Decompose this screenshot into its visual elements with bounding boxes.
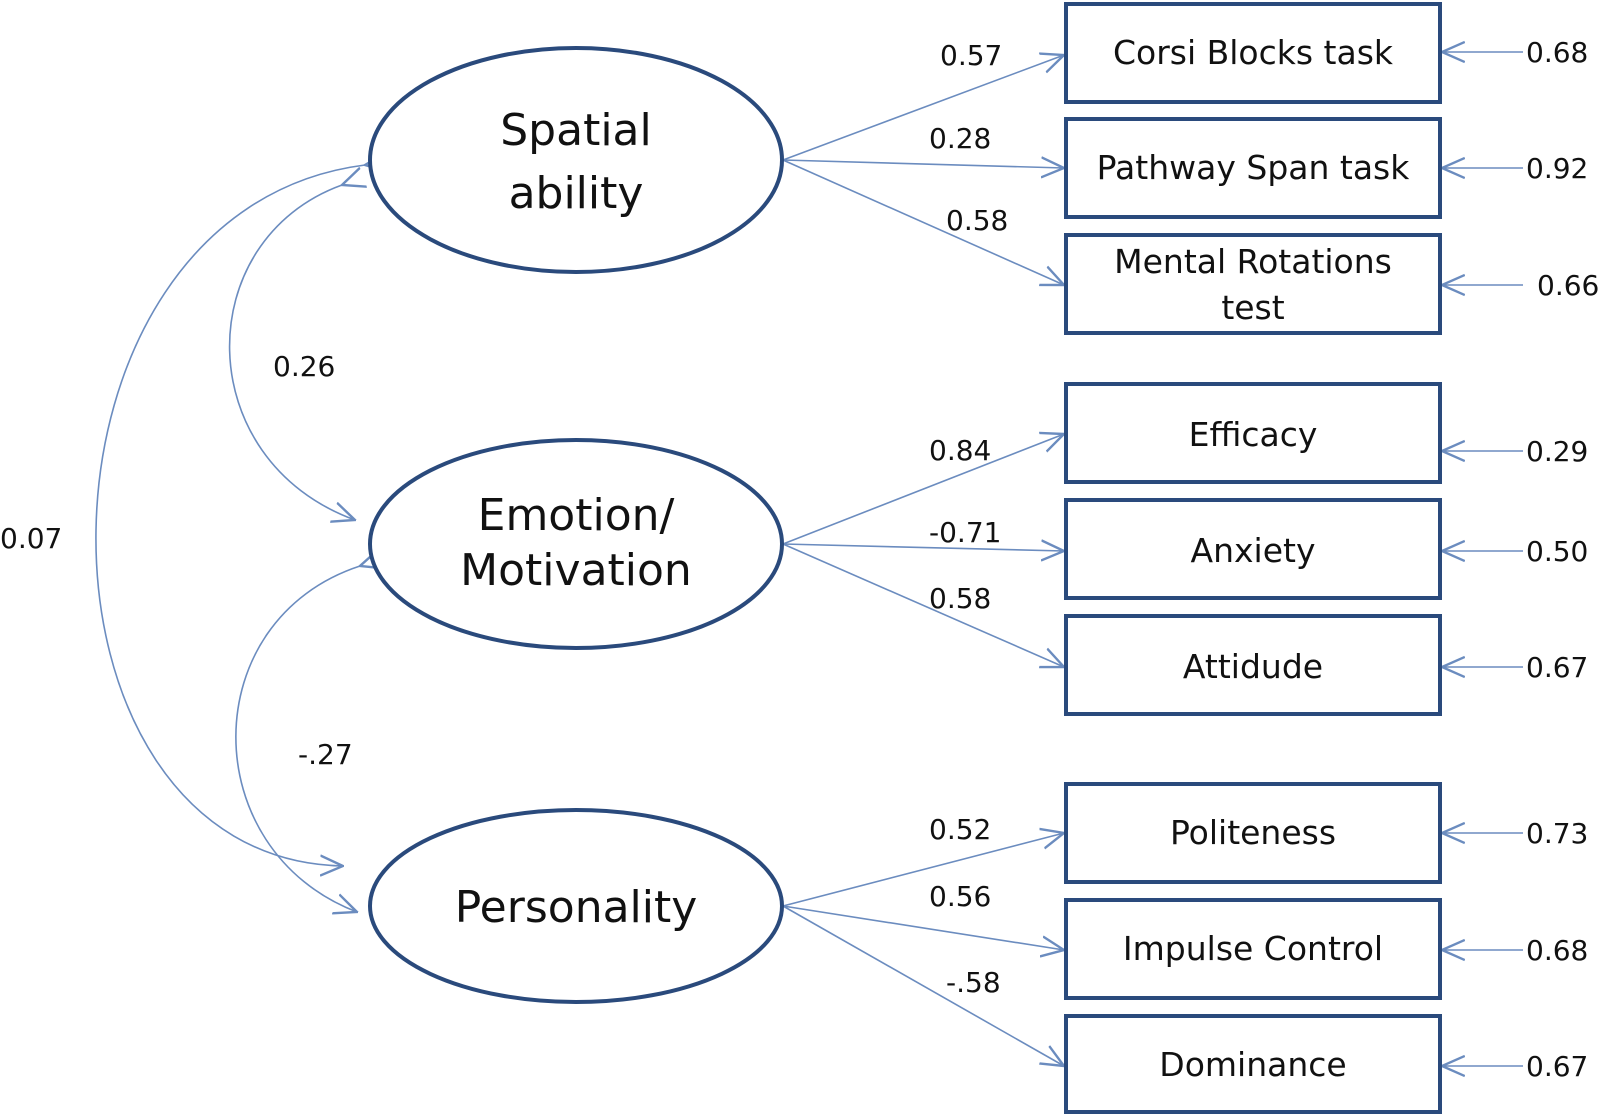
- loading-label-anxiety: -0.71: [929, 516, 1001, 549]
- correlation-arc-spatial-personality: [95, 165, 365, 866]
- indicator-label: Impulse Control: [1123, 929, 1383, 968]
- correlation-label-spatial-emotion: 0.26: [273, 350, 335, 383]
- loading-label-attitude: 0.58: [929, 582, 991, 615]
- loading-label-mental: 0.58: [946, 204, 1008, 237]
- loading-label-corsi: 0.57: [940, 39, 1002, 72]
- indicator-corsi-blocks: Corsi Blocks task: [1064, 2, 1442, 104]
- indicator-label: Politeness: [1170, 813, 1336, 852]
- loading-label-dominance: -.58: [946, 966, 1001, 999]
- loading-arrow-anxiety: [782, 544, 1064, 551]
- correlation-arc-emotion-personality: [235, 566, 360, 912]
- loading-arrow-efficacy: [782, 434, 1064, 545]
- indicator-label: Attidude: [1183, 647, 1323, 686]
- indicator-attitude: Attidude: [1064, 614, 1442, 716]
- loading-arrow-politeness: [782, 833, 1064, 907]
- latent-label: Emotion/: [478, 490, 675, 541]
- indicator-impulse-control: Impulse Control: [1064, 898, 1442, 1000]
- loading-arrow-mental: [782, 159, 1064, 285]
- error-label-anxiety: 0.50: [1526, 535, 1588, 568]
- indicator-label: Mental Rotations: [1114, 242, 1392, 281]
- loading-arrow-pathway: [782, 160, 1064, 168]
- latent-emotion-motivation: Emotion/ Motivation: [368, 438, 784, 650]
- error-label-pathway: 0.92: [1526, 152, 1588, 185]
- latent-label: Spatial: [500, 105, 652, 156]
- correlation-arc-spatial-emotion: [228, 185, 355, 520]
- correlation-label-spatial-personality: 0.07: [0, 522, 62, 555]
- error-label-impulse: 0.68: [1526, 934, 1588, 967]
- indicator-label: Pathway Span task: [1097, 148, 1411, 187]
- loading-arrow-impulse: [782, 905, 1064, 950]
- error-label-efficacy: 0.29: [1526, 435, 1588, 468]
- latent-label: Motivation: [460, 545, 692, 596]
- indicator-label: test: [1221, 288, 1284, 327]
- indicator-pathway-span: Pathway Span task: [1064, 117, 1442, 219]
- indicator-anxiety: Anxiety: [1064, 498, 1442, 600]
- latent-label: ability: [509, 168, 644, 219]
- indicator-mental-rotations: Mental Rotations test: [1064, 233, 1442, 335]
- latent-spatial-ability: Spatial ability: [368, 46, 784, 274]
- loading-label-pathway: 0.28: [929, 122, 991, 155]
- loading-arrow-corsi: [782, 55, 1064, 161]
- indicator-politeness: Politeness: [1064, 782, 1442, 884]
- indicator-label: Efficacy: [1189, 415, 1318, 454]
- indicator-label: Anxiety: [1191, 531, 1316, 570]
- loading-label-politeness: 0.52: [929, 813, 991, 846]
- loading-arrow-attitude: [782, 543, 1064, 667]
- error-label-politeness: 0.73: [1526, 817, 1588, 850]
- latent-personality: Personality: [368, 808, 784, 1004]
- indicator-label: Corsi Blocks task: [1113, 33, 1394, 72]
- loading-label-impulse: 0.56: [929, 880, 991, 913]
- loading-arrow-dominance: [782, 905, 1064, 1066]
- indicator-label: Dominance: [1159, 1045, 1346, 1084]
- error-label-dominance: 0.67: [1526, 1050, 1588, 1083]
- error-label-mental: 0.66: [1537, 269, 1599, 302]
- loading-label-efficacy: 0.84: [929, 434, 991, 467]
- correlation-label-emotion-personality: -.27: [298, 738, 353, 771]
- latent-label: Personality: [455, 882, 698, 933]
- error-label-attitude: 0.67: [1526, 651, 1588, 684]
- indicator-dominance: Dominance: [1064, 1014, 1442, 1114]
- error-label-corsi: 0.68: [1526, 36, 1588, 69]
- indicator-efficacy: Efficacy: [1064, 382, 1442, 484]
